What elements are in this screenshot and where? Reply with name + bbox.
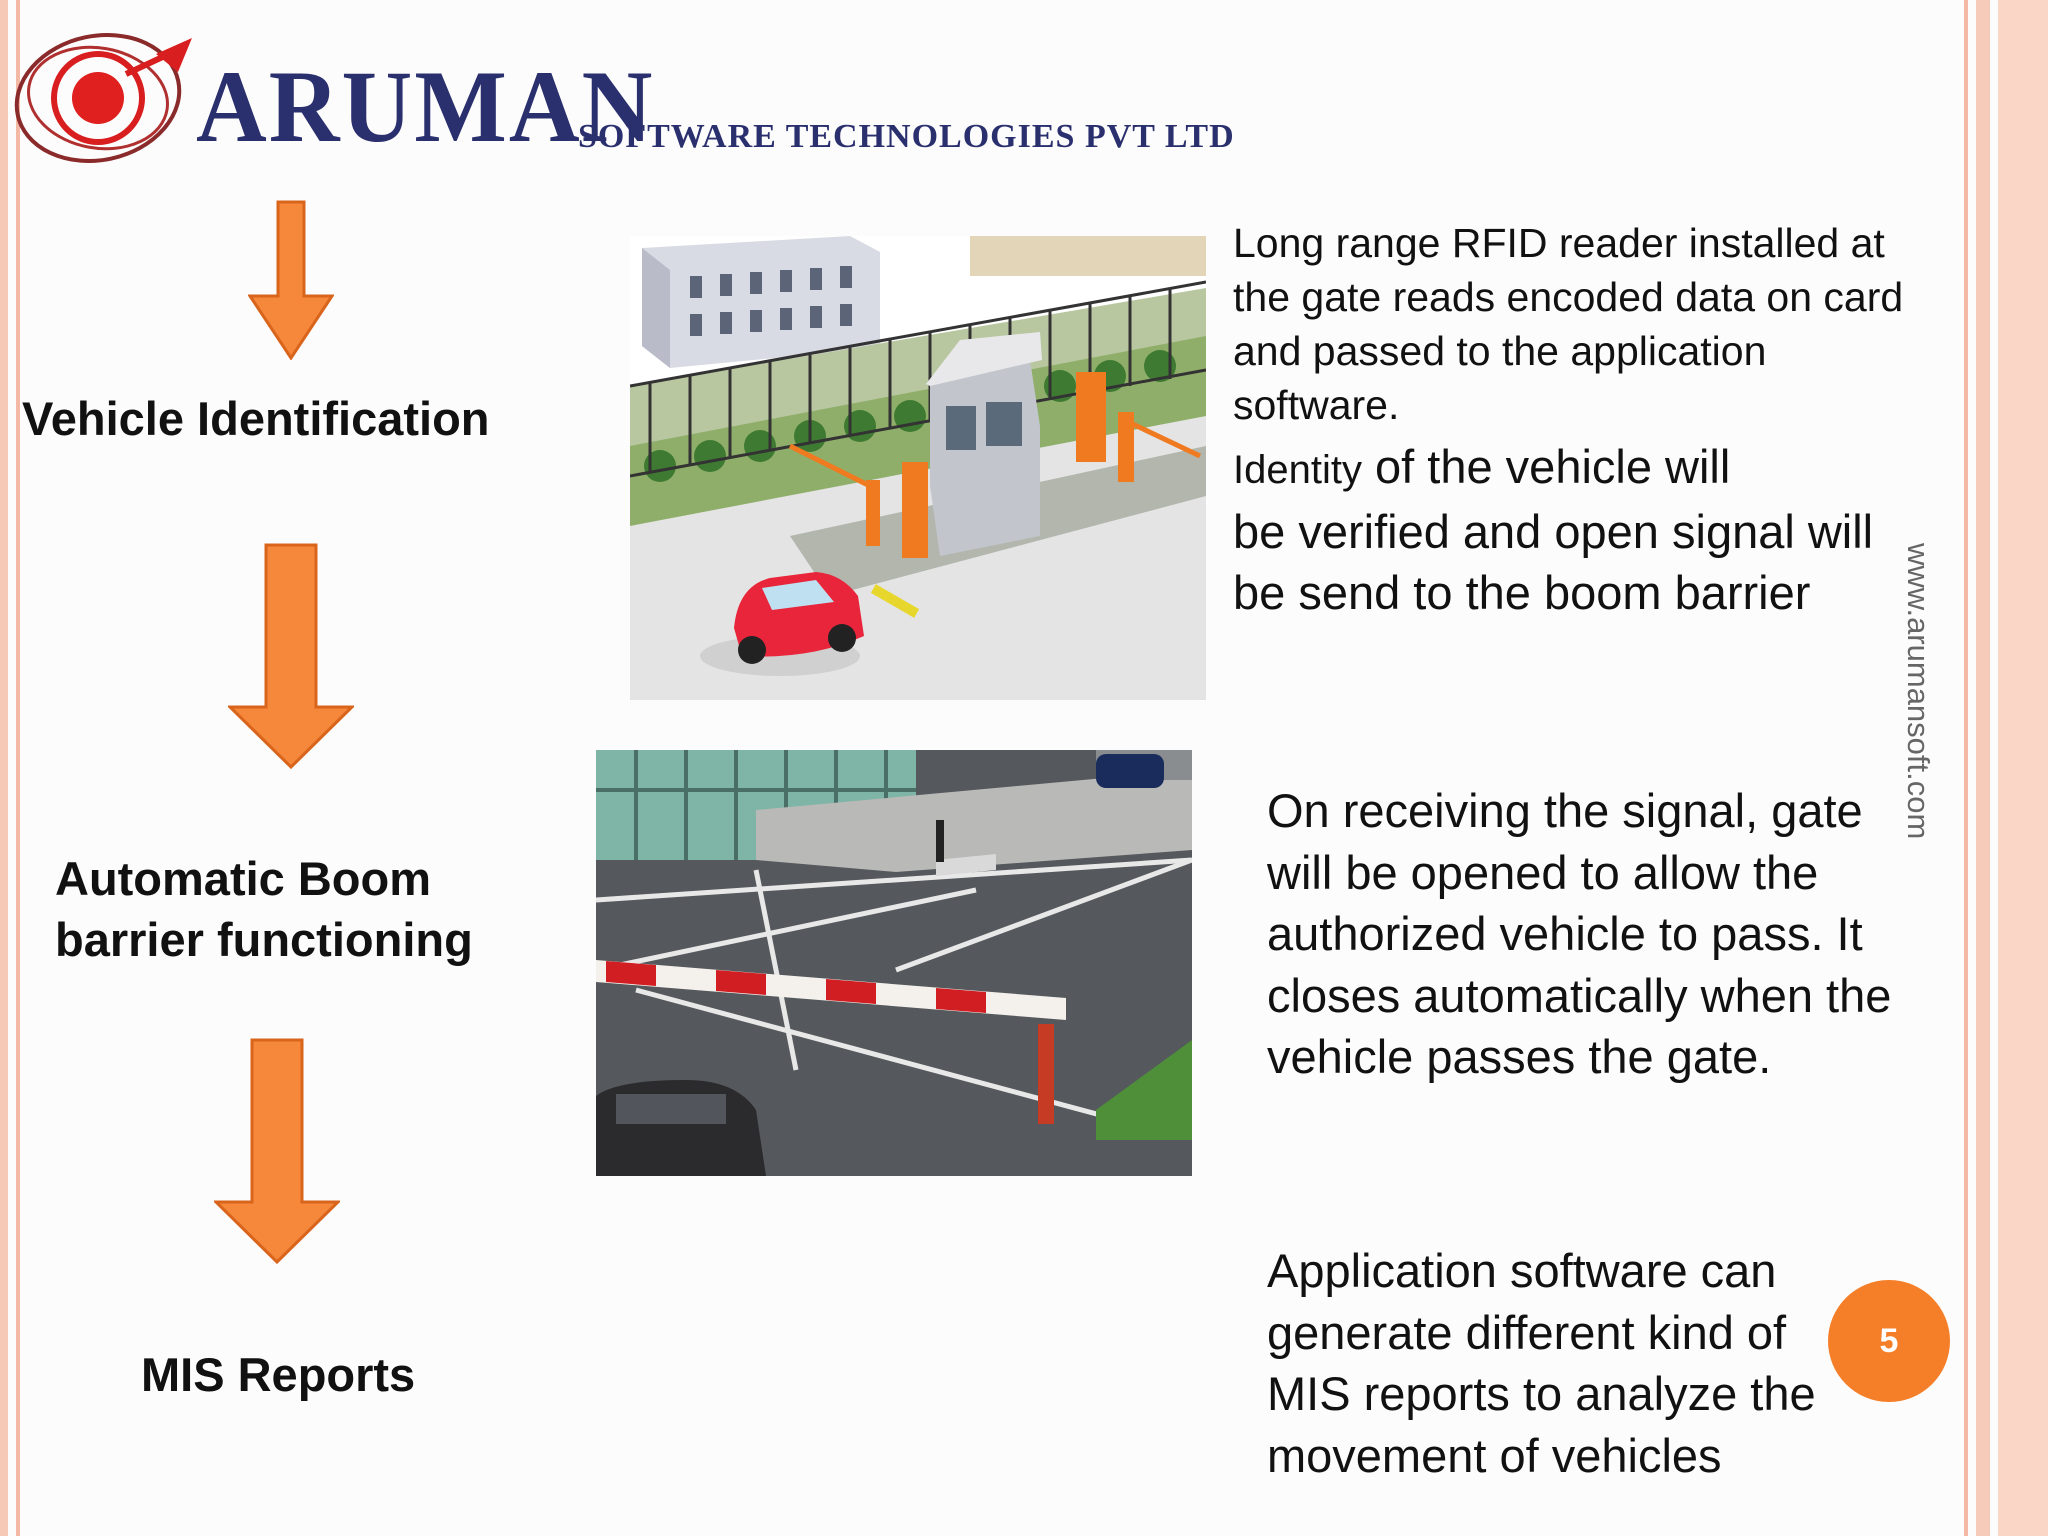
- left-border-line: [16, 0, 20, 1536]
- right-border-band: [1998, 0, 2048, 1536]
- rfid-description-line: software.: [1233, 382, 1400, 428]
- mis-description-line: MIS reports to analyze the: [1267, 1367, 1816, 1420]
- boom-description-line: vehicle passes the gate.: [1267, 1030, 1772, 1083]
- step-label-line: Automatic Boom: [55, 852, 431, 905]
- identity-description-line: be verified and open signal will: [1233, 505, 1874, 558]
- down-arrow-icon: [248, 200, 334, 360]
- mis-description: Application software can generate differ…: [1267, 1240, 1816, 1486]
- left-border-stripe: [0, 0, 8, 1536]
- mis-description-line: generate different kind of: [1267, 1305, 1787, 1359]
- mis-description-line: Application software can: [1267, 1244, 1777, 1297]
- rfid-description: Long range RFID reader installed at the …: [1233, 216, 1903, 432]
- identity-word: Identity: [1233, 448, 1362, 492]
- company-logo-icon: [14, 33, 192, 163]
- website-url: www.arumansoft.com: [1901, 543, 1936, 840]
- rfid-gate-illustration: [630, 236, 1206, 700]
- page-number-badge: 5: [1828, 1280, 1950, 1402]
- rfid-description-line: the gate reads encoded data on card: [1233, 274, 1904, 320]
- rfid-description-line: Long range RFID reader installed at: [1233, 220, 1885, 266]
- right-border-line: [1964, 0, 1968, 1536]
- down-arrow-icon: [214, 1038, 340, 1264]
- company-subtitle: SOFTWARE TECHNOLOGIES PVT LTD: [578, 118, 1235, 155]
- boom-description: On receiving the signal, gate will be op…: [1267, 780, 1891, 1088]
- boom-description-line: will be opened to allow the: [1267, 845, 1819, 899]
- step-label-line: barrier functioning: [55, 913, 473, 966]
- right-border-stripe: [1976, 0, 1990, 1536]
- mis-description-line: movement of vehicles: [1267, 1428, 1722, 1482]
- boom-description-line: authorized vehicle to pass. It: [1267, 907, 1863, 960]
- step-mis-reports: MIS Reports: [141, 1344, 415, 1405]
- boom-description-line: On receiving the signal, gate: [1267, 784, 1863, 837]
- step-label: Vehicle Identification: [22, 392, 490, 445]
- company-name: ARUMAN: [196, 50, 655, 165]
- identity-description-line: be send to the boom barrier: [1233, 566, 1811, 619]
- boom-description-line: closes automatically when the: [1267, 968, 1892, 1022]
- rfid-description-line: and passed to the application: [1233, 328, 1767, 374]
- identity-description-line: Identity of the vehicle will: [1233, 436, 1873, 501]
- identity-rest: of the vehicle will: [1361, 440, 1731, 493]
- down-arrow-icon: [228, 543, 354, 769]
- step-vehicle-identification: Vehicle Identification: [22, 388, 490, 449]
- step-boom-barrier: Automatic Boom barrier functioning: [55, 848, 473, 970]
- step-label: MIS Reports: [141, 1348, 416, 1401]
- identity-description: Identity of the vehicle will be verified…: [1233, 436, 1873, 623]
- boom-barrier-photo: [596, 750, 1192, 1176]
